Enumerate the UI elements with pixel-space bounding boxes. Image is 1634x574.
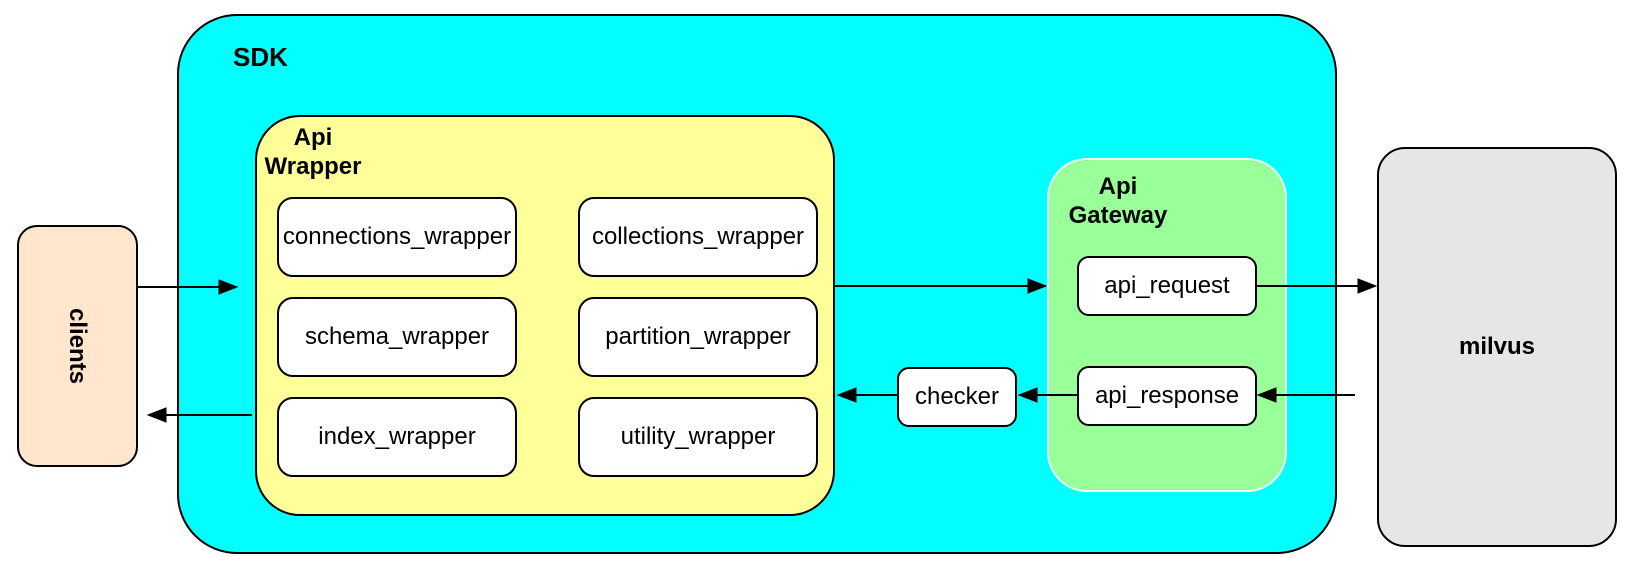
node-checker: checker bbox=[897, 367, 1017, 427]
node-milvus: milvus bbox=[1377, 147, 1617, 547]
node-partition-wrapper: partition_wrapper bbox=[578, 297, 818, 377]
node-collections-wrapper: collections_wrapper bbox=[578, 197, 818, 277]
node-connections-wrapper-label: connections_wrapper bbox=[282, 223, 512, 250]
node-api-response: api_response bbox=[1077, 366, 1257, 426]
api-wrapper-container: Api Wrapper connections_wrapper collecti… bbox=[255, 115, 835, 516]
node-utility-wrapper: utility_wrapper bbox=[578, 397, 818, 477]
sdk-label: SDK bbox=[233, 42, 288, 72]
node-api-request: api_request bbox=[1077, 256, 1257, 316]
node-utility-wrapper-label: utility_wrapper bbox=[620, 423, 776, 450]
api-gateway-label: Api Gateway bbox=[1063, 172, 1173, 230]
node-api-response-label: api_response bbox=[1094, 382, 1240, 409]
node-clients-label: clients bbox=[64, 307, 92, 385]
api-gateway-label-line1: Api bbox=[1098, 173, 1138, 200]
node-checker-label: checker bbox=[914, 383, 1000, 410]
api-wrapper-label-line2: Wrapper bbox=[264, 153, 362, 180]
node-index-wrapper: index_wrapper bbox=[277, 397, 517, 477]
sdk-container: SDK Api Wrapper connections_wrapper coll… bbox=[177, 14, 1337, 554]
node-api-request-label: api_request bbox=[1104, 272, 1230, 299]
node-schema-wrapper-label: schema_wrapper bbox=[304, 323, 490, 350]
node-index-wrapper-label: index_wrapper bbox=[318, 423, 476, 450]
api-gateway-container: Api Gateway api_request api_response bbox=[1047, 158, 1287, 492]
node-schema-wrapper: schema_wrapper bbox=[277, 297, 517, 377]
api-wrapper-label: Api Wrapper bbox=[259, 123, 367, 181]
node-clients: clients bbox=[17, 225, 138, 467]
node-partition-wrapper-label: partition_wrapper bbox=[605, 323, 791, 350]
api-wrapper-label-line1: Api bbox=[293, 124, 333, 151]
node-connections-wrapper: connections_wrapper bbox=[277, 197, 517, 277]
node-collections-wrapper-label: collections_wrapper bbox=[591, 223, 805, 250]
node-milvus-label: milvus bbox=[1458, 333, 1536, 360]
api-gateway-label-line2: Gateway bbox=[1068, 202, 1168, 229]
